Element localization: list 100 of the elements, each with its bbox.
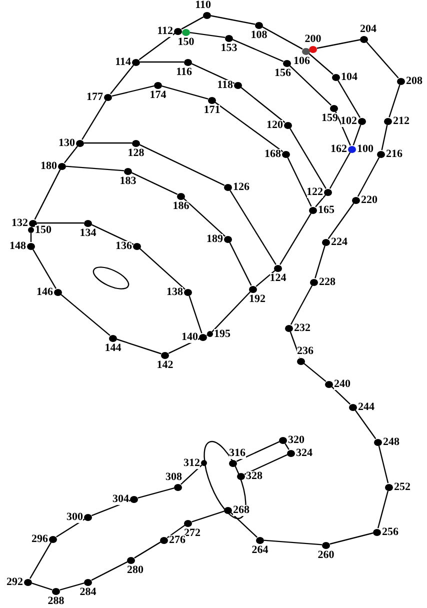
point-label: 134 [80,228,96,238]
connector-line [280,213,312,265]
connector-line [290,285,313,325]
point-label: 142 [156,360,174,370]
point-label: 272 [184,528,200,538]
connector-line [134,542,161,558]
point-label: 192 [249,294,266,304]
connector-line [64,146,78,164]
connector-line [191,63,235,84]
connector-line [131,172,178,195]
point-label: 100 [357,144,374,154]
point-label: 189 [206,234,223,244]
connector-line [60,294,110,336]
connector-line [116,338,162,354]
connector-line [212,291,251,332]
point-label: 126 [233,182,250,192]
point-label: 118 [217,80,233,90]
point-label: 296 [32,534,48,544]
point-label: 150 [178,36,194,48]
point-label: 288 [48,596,64,606]
connector-line [316,39,360,49]
connector-line [210,15,256,25]
connector-line [366,42,399,78]
connector-line [162,86,208,100]
connector-line [330,532,374,545]
point-label: 171 [204,104,220,116]
connector-line [244,454,288,475]
point-label: 112 [157,26,173,36]
point-label: 128 [128,148,144,158]
point-label: 122 [306,186,323,198]
connector-line [314,246,326,278]
connector-line [230,190,276,265]
connector-line [190,32,226,38]
point-label: 106 [294,56,310,66]
connector-line [84,142,132,144]
point-label: 165 [318,204,334,216]
point-label: 268 [233,504,250,516]
point-label: 212 [393,116,410,126]
connector-line [138,487,174,499]
connector-line [82,100,106,140]
connector-line [290,128,326,189]
point-label: 328 [246,470,262,482]
connector-line [335,111,351,146]
connector-line [284,443,290,450]
connector-line [188,296,202,334]
connector-line [262,26,303,50]
point-label: 120 [266,120,283,130]
connector-line [240,87,286,123]
connector-line [92,500,130,516]
point-label: 138 [166,286,183,298]
connector-line [331,386,351,405]
point-label: 300 [66,512,83,522]
point-label: 324 [296,448,312,458]
connector-line [256,270,276,287]
point-label: 312 [184,458,200,468]
point-label: 204 [360,24,376,34]
point-label: 116 [176,66,192,78]
point-label: 228 [319,276,336,288]
point-label: 144 [104,342,122,354]
connector-line [287,157,312,207]
point-label: 292 [6,576,23,588]
connector-line [328,202,354,240]
connector-line [66,166,124,172]
connector-line [184,198,226,237]
connector-line [181,16,204,30]
point-label: 102 [340,116,357,126]
connector-line [232,39,284,62]
point-label: 308 [166,472,182,482]
point-label: 146 [36,286,53,298]
point-label: 114 [115,56,131,68]
point-label: 174 [150,90,166,100]
point-label: 280 [127,564,144,576]
connector-line [229,242,252,286]
point-label: 186 [172,200,190,212]
connector-line [329,152,351,189]
connector-line [91,561,128,581]
point-label: 162 [330,144,347,154]
point-label: 130 [58,138,75,148]
point-label: 256 [382,526,398,538]
connector-line [308,53,334,75]
point-label: 140 [182,332,198,342]
connector-line [264,540,322,546]
connector-line [378,446,389,484]
point-label: 148 [10,240,26,252]
point-label: 220 [361,194,378,206]
connector-line [352,124,362,146]
connector-line [91,224,134,245]
connector-line [110,64,134,94]
connector-line [289,65,332,106]
connector-line [140,248,186,290]
point-label: 236 [297,346,314,356]
connector-line [377,490,389,528]
point-label: 240 [334,378,350,390]
point-label: 284 [80,586,96,598]
point-label: 252 [394,482,410,492]
point-label: 104 [341,72,358,82]
point-label: 304 [112,494,129,504]
connector-line [236,441,280,462]
point-label: 132 [12,218,28,228]
connector-line [180,464,202,485]
